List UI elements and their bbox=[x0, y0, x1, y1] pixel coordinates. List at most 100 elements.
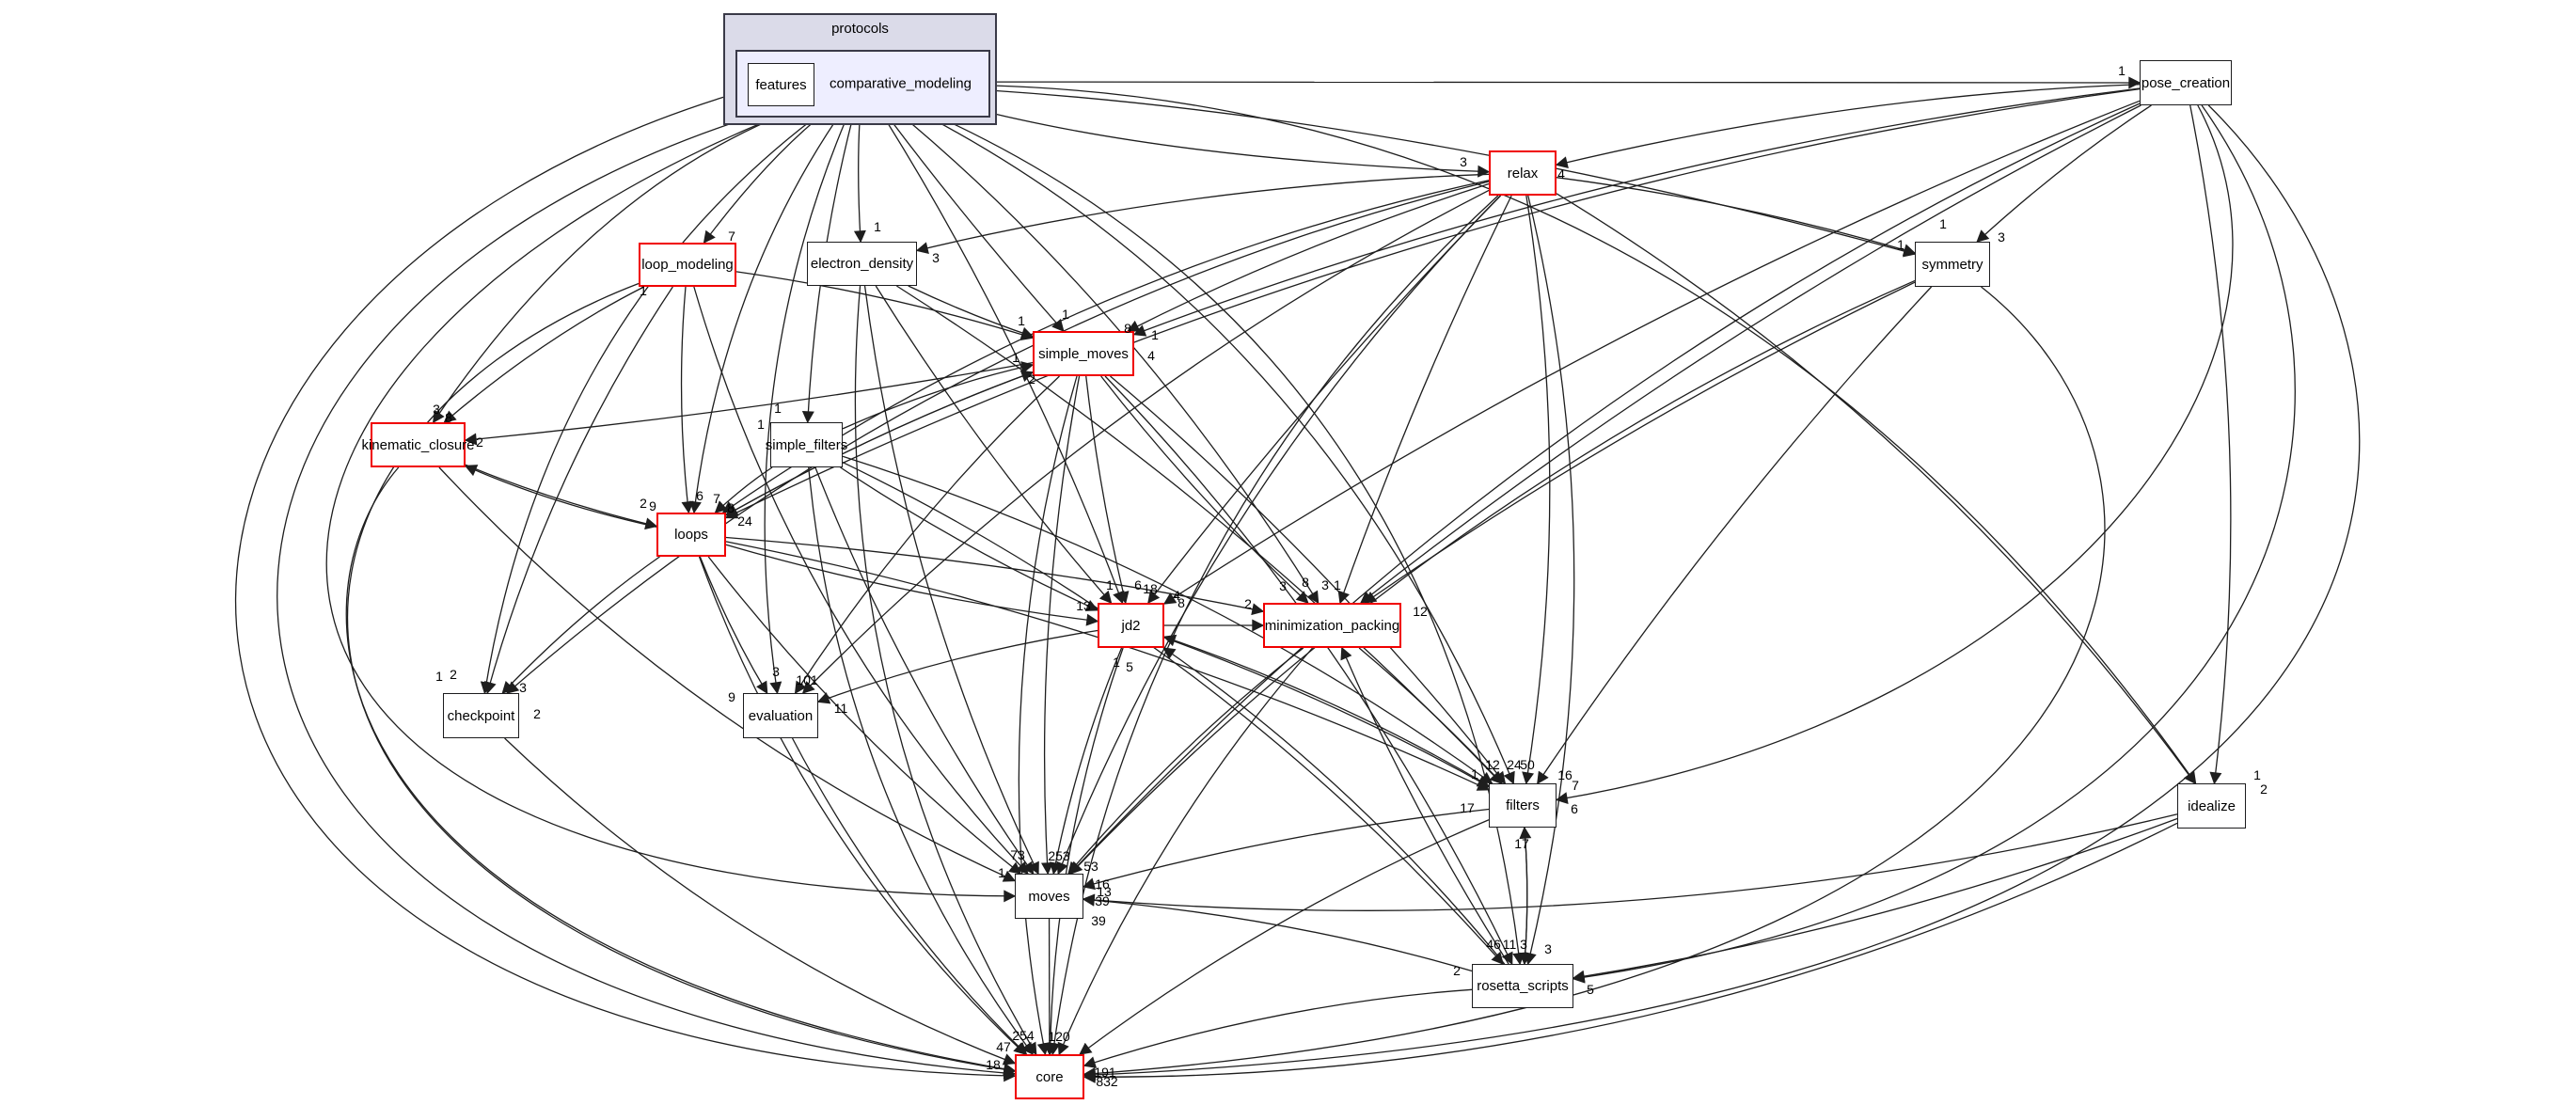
edge-kinematic_closure-to-moves bbox=[438, 466, 1017, 882]
edge-cm-to-kinematic_closure bbox=[432, 115, 782, 424]
edge-rosetta_scripts-to-moves bbox=[1082, 893, 1473, 972]
edge-cm-to-jd2 bbox=[882, 115, 1125, 605]
cluster-protocols: protocols features comparative_modeling bbox=[723, 13, 997, 125]
edge-count-label: 1 bbox=[435, 669, 443, 684]
edge-simple_moves-to-kinematic_closure bbox=[464, 361, 1034, 446]
node-features[interactable]: features bbox=[748, 63, 814, 106]
edge-electron_density-to-jd2 bbox=[875, 285, 1113, 604]
edge-count-label: 8 bbox=[1124, 321, 1131, 336]
edge-jd2-to-evaluation bbox=[816, 629, 1098, 704]
edge-loop_modeling-to-loops bbox=[680, 286, 694, 514]
node-rosetta_scripts[interactable]: rosetta_scripts bbox=[1472, 964, 1573, 1008]
edge-count-label: 12 bbox=[1413, 604, 1428, 619]
edge-count-label: 832 bbox=[1096, 1074, 1118, 1089]
node-moves[interactable]: moves bbox=[1015, 874, 1083, 919]
edge-cm-to-electron_density bbox=[853, 115, 866, 244]
edge-simple_filters-to-jd2 bbox=[840, 466, 1099, 611]
node-simple_filters[interactable]: simple_filters bbox=[766, 422, 847, 467]
edge-cm-to-filters bbox=[925, 115, 1515, 785]
edge-idealize-to-core bbox=[1083, 822, 2178, 1083]
edge-loops-to-checkpoint bbox=[501, 556, 660, 694]
edge-minimization_packing-to-filters bbox=[1358, 647, 1503, 784]
node-electron_density[interactable]: electron_density bbox=[807, 242, 917, 286]
edge-count-label: 1 bbox=[2118, 63, 2126, 78]
edge-count-label: 2 bbox=[1028, 371, 1035, 387]
edge-count-label: 1 bbox=[1018, 313, 1025, 328]
edge-count-label: 3 bbox=[1520, 937, 1527, 952]
edge-count-label: 2 bbox=[640, 496, 647, 511]
edge-rosetta_scripts-to-jd2 bbox=[1162, 647, 1506, 965]
edge-count-label: 3 bbox=[932, 250, 940, 265]
edge-jd2-to-filters bbox=[1163, 637, 1491, 787]
node-relax[interactable]: relax bbox=[1489, 150, 1557, 196]
node-filters[interactable]: filters bbox=[1489, 783, 1557, 828]
edge-count-label: 46 bbox=[1486, 937, 1501, 952]
edge-count-label: 18 bbox=[1143, 581, 1158, 596]
edge-count-label: 11 bbox=[833, 701, 848, 716]
edge-cm-to-loop_modeling bbox=[703, 115, 822, 245]
edge-count-label: 6 bbox=[1571, 801, 1578, 816]
edge-count-label: 5 bbox=[1126, 659, 1133, 674]
edge-simple_moves-to-minimization_packing bbox=[1100, 375, 1309, 604]
node-minimization_packing[interactable]: minimization_packing bbox=[1263, 603, 1401, 648]
edge-count-label: 191 bbox=[1094, 1065, 1116, 1080]
edge-count-label: 254 bbox=[1012, 1028, 1035, 1043]
edge-count-label: 50 bbox=[1520, 757, 1535, 772]
edge-cm-to-simple_moves bbox=[886, 115, 1065, 332]
edge-count-label: 1 bbox=[1897, 237, 1904, 252]
edge-rosetta_scripts-to-core bbox=[1083, 988, 1473, 1068]
edge-count-label: 8 bbox=[445, 410, 452, 425]
edge-count-label: 3 bbox=[1998, 229, 2005, 245]
node-kinematic_closure[interactable]: kinematic_closure bbox=[361, 422, 475, 467]
node-evaluation[interactable]: evaluation bbox=[743, 693, 818, 738]
edge-count-label: 1 bbox=[1062, 307, 1069, 322]
node-core[interactable]: core bbox=[1015, 1054, 1084, 1099]
edge-count-label: 1 bbox=[1113, 655, 1120, 670]
edge-count-label: 2 bbox=[476, 434, 483, 450]
edge-count-label: 2 bbox=[533, 706, 541, 721]
edge-count-label: 3 bbox=[1460, 154, 1467, 169]
edge-count-label: 11 bbox=[1502, 937, 1517, 952]
node-loop_modeling[interactable]: loop_modeling bbox=[639, 243, 736, 287]
edge-count-label: 6 bbox=[1134, 577, 1142, 592]
edge-idealize-to-rosetta_scripts bbox=[1572, 817, 2178, 983]
edge-loop_modeling-to-simple_moves bbox=[735, 271, 1035, 341]
edge-evaluation-to-core bbox=[791, 737, 1028, 1055]
edge-kinematic_closure-to-loops bbox=[465, 464, 658, 530]
edge-count-label: 1 bbox=[1106, 577, 1114, 592]
edge-count-label: 8 bbox=[1177, 595, 1185, 610]
edge-pose_creation-to-simple_moves bbox=[1132, 87, 2141, 337]
edge-relax-to-moves bbox=[1056, 195, 1501, 876]
edge-relax-to-idealize bbox=[1556, 193, 2196, 785]
node-loops[interactable]: loops bbox=[656, 513, 726, 557]
edge-count-label: 53 bbox=[1083, 859, 1098, 874]
edge-cm-to-relax bbox=[988, 112, 1491, 178]
edge-idealize-to-moves bbox=[1082, 813, 2178, 911]
node-idealize[interactable]: idealize bbox=[2177, 783, 2246, 829]
edge-simple_filters-to-core bbox=[808, 466, 1034, 1056]
edge-features-to-core bbox=[234, 89, 1017, 1082]
edge-loop_modeling-to-moves bbox=[693, 286, 1029, 875]
edge-count-label: 1 bbox=[1471, 766, 1478, 781]
node-checkpoint[interactable]: checkpoint bbox=[443, 693, 519, 738]
edge-simple_moves-to-rosetta_scripts bbox=[1104, 375, 1513, 966]
edge-count-label: 2 bbox=[2260, 781, 2268, 797]
edge-jd2-to-moves bbox=[1050, 647, 1123, 876]
edge-count-label: 9 bbox=[728, 689, 735, 704]
edge-cm-to-loops bbox=[688, 115, 840, 514]
edge-simple_filters-to-loops bbox=[714, 466, 773, 513]
edge-minimization_packing-to-moves bbox=[1067, 647, 1304, 875]
edge-count-label: 101 bbox=[796, 672, 818, 687]
edge-count-label: 1 bbox=[874, 219, 881, 234]
edge-minimization_packing-to-core bbox=[1057, 647, 1314, 1056]
edge-cm-to-evaluation bbox=[764, 115, 848, 695]
edge-count-label: 4 bbox=[1557, 166, 1565, 182]
node-pose_creation[interactable]: pose_creation bbox=[2140, 60, 2232, 105]
edge-cm-to-pose_creation bbox=[988, 76, 2141, 89]
edge-count-label: 1 bbox=[1334, 577, 1341, 592]
node-simple_moves[interactable]: simple_moves bbox=[1033, 331, 1134, 376]
node-jd2[interactable]: jd2 bbox=[1098, 603, 1164, 648]
edge-rosetta_scripts-to-filters bbox=[1519, 826, 1532, 965]
node-symmetry[interactable]: symmetry bbox=[1915, 242, 1990, 287]
